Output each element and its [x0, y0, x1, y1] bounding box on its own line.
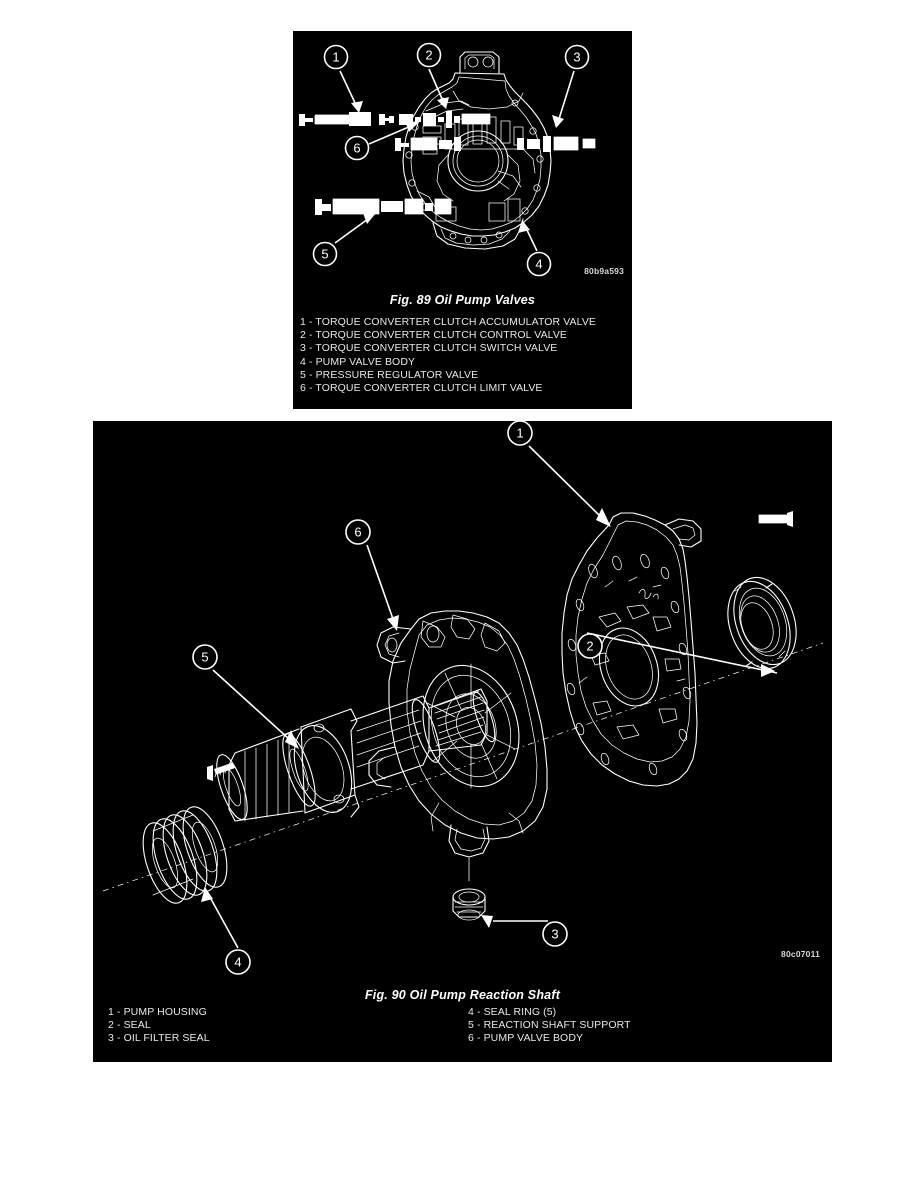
legend-item: 6 - TORQUE CONVERTER CLUTCH LIMIT VALVE	[300, 382, 543, 395]
legend-item: 2 - SEAL	[108, 1019, 151, 1032]
svg-text:3: 3	[551, 927, 558, 942]
legend-item: 2 - TORQUE CONVERTER CLUTCH CONTROL VALV…	[300, 329, 568, 342]
svg-text:4: 4	[234, 955, 241, 970]
figure-90-artwork: 1 2 3 4 5	[93, 421, 832, 976]
legend-item: 5 - REACTION SHAFT SUPPORT	[468, 1019, 631, 1032]
svg-text:3: 3	[573, 50, 580, 65]
callout-1: 1	[507, 421, 533, 446]
pump-housing-part	[561, 512, 702, 787]
callout-5: 5	[192, 644, 218, 670]
seal-ring-part	[142, 806, 228, 904]
oil-pump-valves-drawing: 1 2 3 4 5	[299, 42, 596, 277]
tcc-limit-valve-part	[395, 137, 461, 151]
callout-6: 6	[344, 135, 370, 161]
callout-6: 6	[345, 519, 371, 545]
callout-2: 2	[416, 42, 442, 68]
callout-2: 2	[577, 633, 603, 659]
reaction-shaft-support-part	[216, 688, 496, 822]
pump-valve-body-part-2	[368, 610, 548, 858]
svg-text:6: 6	[354, 525, 361, 540]
tcc-control-valve-part	[399, 111, 491, 128]
pump-valve-body-outline	[402, 51, 552, 250]
svg-text:4: 4	[535, 257, 542, 272]
svg-text:2: 2	[586, 639, 593, 654]
callout-leaders	[334, 68, 575, 252]
svg-text:1: 1	[332, 50, 339, 65]
legend-item: 5 - PRESSURE REGULATOR VALVE	[300, 368, 479, 381]
svg-text:5: 5	[321, 247, 328, 262]
callout-leaders-2	[201, 445, 778, 949]
callout-1: 1	[323, 44, 349, 70]
figure-90-panel: 1 2 3 4 5	[93, 421, 832, 1062]
figure-89-panel: 1 2 3 4 5	[293, 31, 632, 409]
figure-89-title: Fig. 89 Oil Pump Valves	[389, 293, 536, 307]
legend-item: 3 - OIL FILTER SEAL	[108, 1032, 210, 1045]
figure-90-legend-right: 4 - SEAL RING (5) 5 - REACTION SHAFT SUP…	[468, 1006, 631, 1046]
figure-89-code: 80b9a593	[584, 266, 624, 276]
callout-4: 4	[526, 251, 552, 277]
callout-3: 3	[564, 44, 590, 70]
pressure-regulator-valve-part	[315, 198, 452, 215]
tcc-accumulator-valve-part	[299, 112, 394, 126]
figure-90-legend-left: 1 - PUMP HOUSING 2 - SEAL 3 - OIL FILTER…	[108, 1006, 210, 1046]
assembly-centerline	[102, 642, 824, 892]
svg-text:6: 6	[353, 141, 360, 156]
figure-90-title: Fig. 90 Oil Pump Reaction Shaft	[364, 988, 561, 1002]
svg-text:5: 5	[201, 650, 208, 665]
tcc-switch-valve-part	[517, 136, 596, 152]
callout-3: 3	[542, 921, 568, 947]
legend-item: 6 - PUMP VALVE BODY	[468, 1032, 584, 1045]
figure-89-legend: 1 - TORQUE CONVERTER CLUTCH ACCUMULATOR …	[300, 316, 596, 395]
legend-item: 4 - SEAL RING (5)	[468, 1006, 557, 1018]
legend-item: 4 - PUMP VALVE BODY	[300, 355, 416, 368]
figure-90-code: 80c07011	[781, 949, 820, 959]
oil-pump-reaction-shaft-drawing: 1 2 3 4 5	[102, 421, 824, 975]
callout-4: 4	[225, 949, 251, 975]
legend-item: 3 - TORQUE CONVERTER CLUTCH SWITCH VALVE	[300, 342, 558, 355]
legend-item: 1 - PUMP HOUSING	[108, 1006, 207, 1018]
svg-text:1: 1	[516, 426, 523, 441]
legend-item: 1 - TORQUE CONVERTER CLUTCH ACCUMULATOR …	[300, 316, 597, 328]
oil-filter-seal-part	[452, 857, 486, 921]
housing-bolt-part	[758, 511, 793, 527]
svg-text:2: 2	[425, 48, 432, 63]
shaft-bolt-part	[207, 762, 235, 781]
seal-part	[727, 576, 797, 670]
callout-5: 5	[312, 241, 338, 267]
figure-89-artwork: 1 2 3 4 5	[293, 31, 632, 289]
